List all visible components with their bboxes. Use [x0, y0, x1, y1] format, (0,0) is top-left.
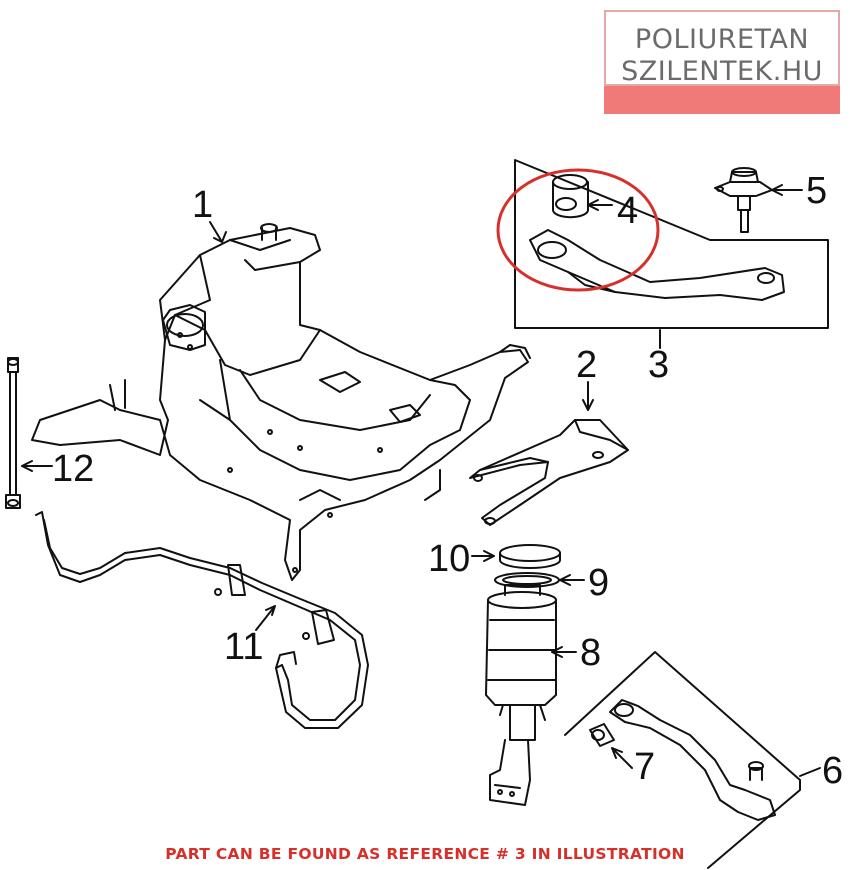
control-arm-part-3 — [529, 229, 785, 301]
ball-joint-part-5 — [714, 167, 773, 233]
callout-6: 6 — [822, 750, 844, 792]
bracket-part-2 — [469, 419, 629, 526]
callout-12: 12 — [52, 448, 95, 490]
highlight-ring — [496, 168, 660, 292]
brand-logo: POLIURETAN SZILENTEK.HU — [604, 10, 840, 114]
stabilizer-bar-part-11 — [35, 511, 369, 729]
mount-part-10 — [499, 544, 561, 562]
subframe-part-1 — [31, 223, 531, 581]
callout-2: 2 — [576, 344, 598, 386]
stabilizer-link-part-12 — [5, 357, 21, 509]
callout-8: 8 — [580, 632, 602, 674]
leader-8 — [551, 646, 577, 658]
callout-3: 3 — [648, 344, 670, 386]
bushing-part-7 — [589, 723, 615, 747]
leader-7 — [611, 747, 633, 769]
callout-9: 9 — [588, 562, 610, 604]
callout-5: 5 — [806, 170, 828, 212]
air-strut-part-8 — [485, 584, 557, 806]
callout-1: 1 — [192, 184, 214, 226]
callout-4: 4 — [617, 190, 639, 232]
bushing-part-4 — [552, 174, 589, 219]
lower-arm-part-6 — [609, 699, 776, 821]
callout-7: 7 — [634, 746, 656, 788]
logo-line-2: SZILENTEK.HU — [621, 56, 823, 87]
leader-11 — [255, 605, 276, 631]
logo-line-1: POLIURETAN — [634, 24, 810, 55]
leader-10 — [471, 550, 495, 562]
group-box-part-6 — [564, 651, 801, 869]
reference-caption: PART CAN BE FOUND AS REFERENCE # 3 IN IL… — [165, 845, 685, 863]
leader-12 — [21, 460, 53, 472]
callout-10: 10 — [428, 538, 471, 580]
leader-5 — [771, 184, 803, 196]
callout-11: 11 — [224, 626, 264, 668]
leader-4 — [587, 199, 613, 211]
leader-2 — [582, 381, 594, 411]
leader-9 — [559, 574, 585, 586]
leader-1 — [209, 221, 227, 243]
leader-6 — [799, 767, 821, 777]
group-box-part-3 — [514, 159, 829, 329]
